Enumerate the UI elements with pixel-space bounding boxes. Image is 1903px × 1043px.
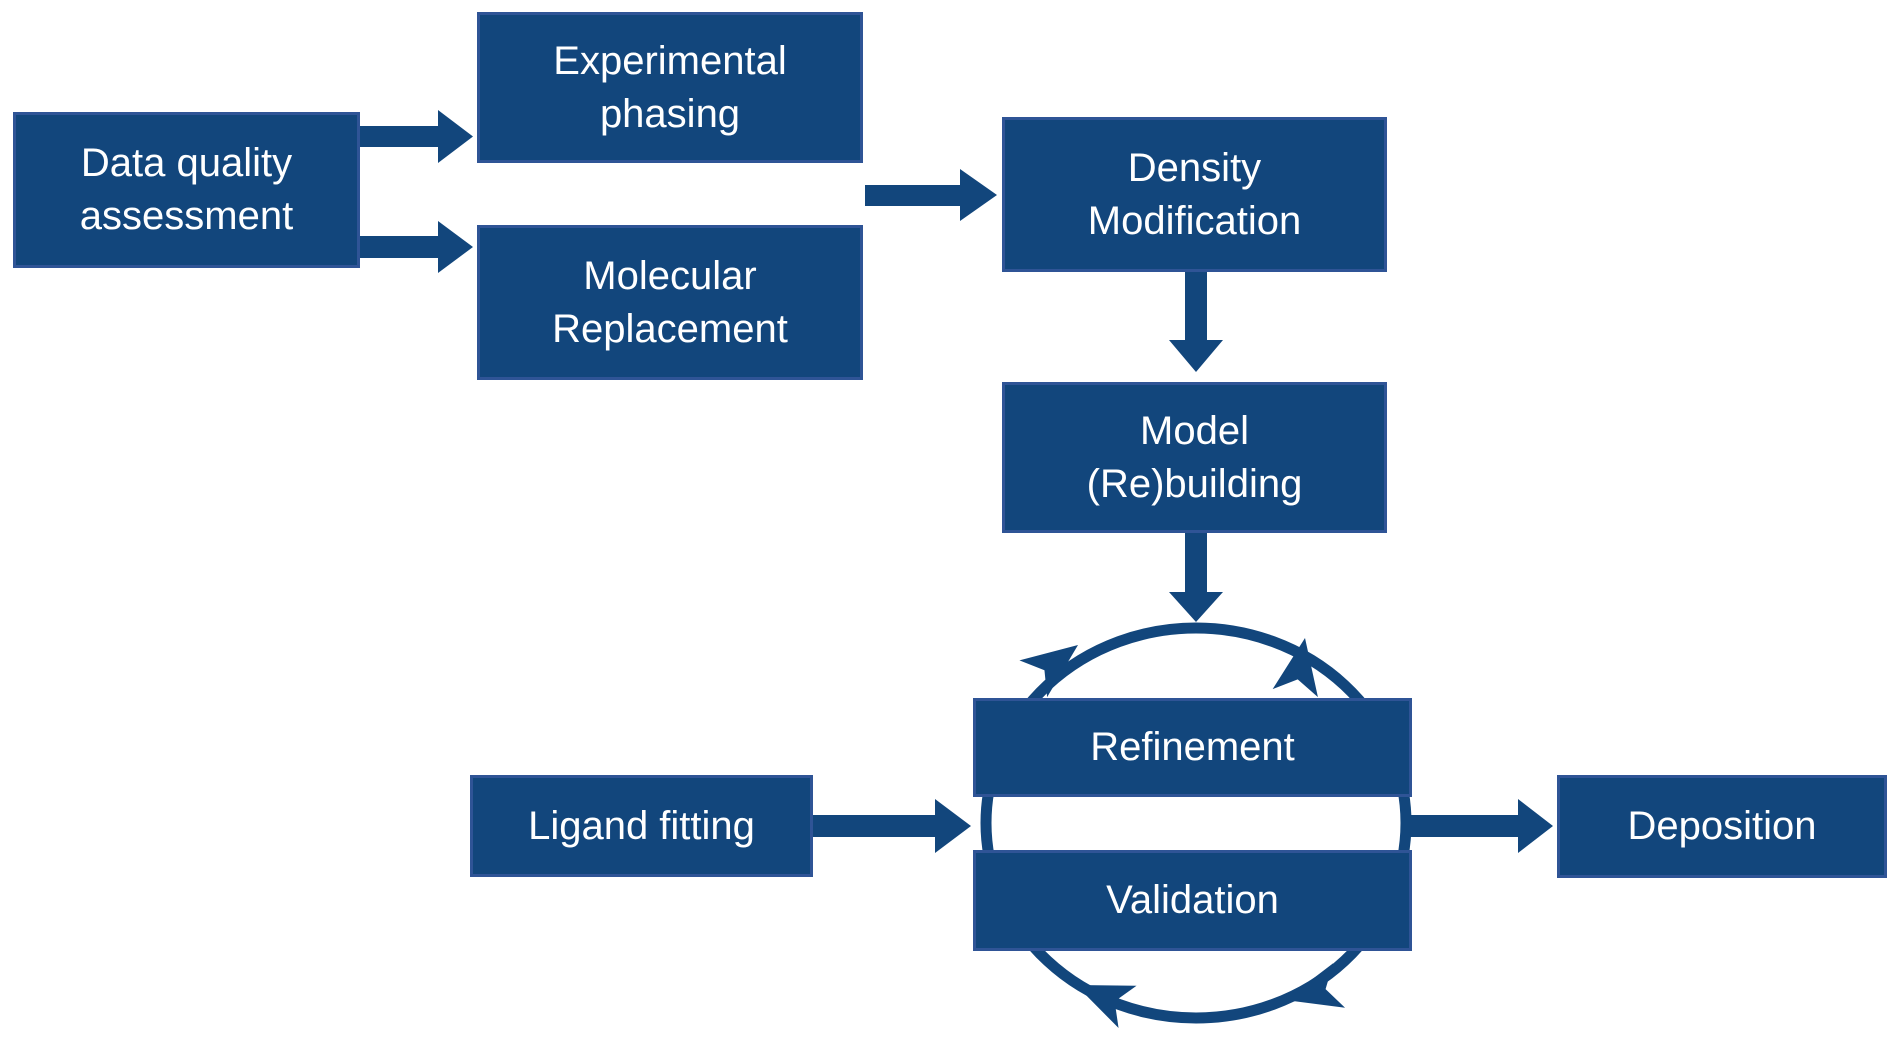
- node-experimental-phasing: Experimental phasing: [477, 12, 863, 163]
- node-label: Deposition: [1627, 804, 1817, 849]
- node-data-quality-assessment: Data quality assessment: [13, 112, 360, 268]
- node-refinement: Refinement: [973, 698, 1412, 797]
- node-ligand-fitting: Ligand fitting: [470, 775, 813, 877]
- cycle-ellipse: [980, 622, 1412, 1024]
- arrow-dataquality-to-experimental: [360, 110, 473, 163]
- node-label: Molecular Replacement: [552, 253, 788, 351]
- node-label: Ligand fitting: [528, 803, 755, 848]
- arrow-ligand-to-cycle: [813, 799, 971, 853]
- node-label: Validation: [1106, 878, 1279, 923]
- arrow-phasing-to-density: [865, 169, 997, 221]
- cycle-arrowhead-top-right: [1272, 638, 1318, 698]
- node-label: Experimental phasing: [553, 38, 787, 136]
- node-deposition: Deposition: [1557, 775, 1887, 878]
- node-label: Model (Re)building: [1086, 408, 1303, 506]
- arrow-dataquality-to-molecular: [360, 221, 473, 273]
- arrow-model-to-cycle: [1169, 533, 1223, 622]
- node-density-modification: Density Modification: [1002, 117, 1387, 272]
- node-label: Density Modification: [1087, 145, 1302, 243]
- node-model-rebuilding: Model (Re)building: [1002, 382, 1387, 533]
- node-molecular-replacement: Molecular Replacement: [477, 225, 863, 380]
- arrow-density-to-model: [1169, 272, 1223, 372]
- cycle-arrowhead-top-left: [1019, 645, 1078, 698]
- node-label: Refinement: [1090, 725, 1295, 770]
- node-validation: Validation: [973, 850, 1412, 951]
- cycle-arrowhead-bottom-left: [1076, 985, 1137, 1029]
- node-label: Data quality assessment: [79, 141, 294, 238]
- cycle-arrowhead-bottom-right: [1285, 963, 1346, 1008]
- arrow-cycle-to-deposition: [1409, 799, 1553, 853]
